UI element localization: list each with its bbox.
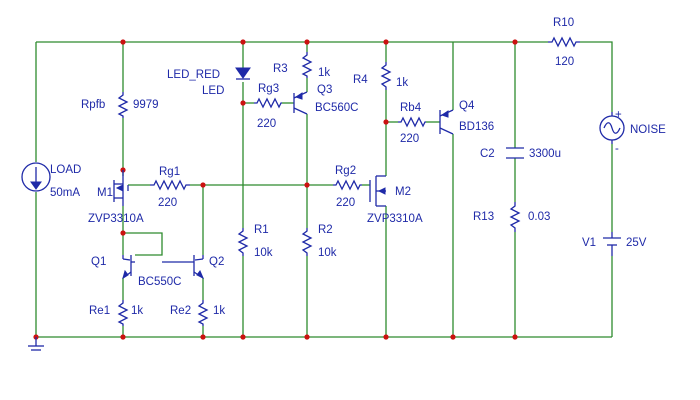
transistor-q4	[439, 109, 454, 135]
re1-value: 1k	[131, 305, 143, 317]
noise-minus: -	[615, 143, 619, 155]
junction-dot	[240, 39, 246, 45]
r13-value: 0.03	[528, 211, 550, 223]
r3-name: R3	[273, 63, 288, 75]
c2-value: 3300u	[529, 148, 561, 160]
r4-value: 1k	[396, 77, 408, 89]
labels: R10 120 + NOISE - LED_RED LED R3 1k R4 1…	[50, 17, 666, 317]
rg2-value: 220	[336, 197, 355, 209]
junction-dot	[200, 334, 206, 340]
junction-dot	[383, 334, 389, 340]
junction-dot	[120, 230, 126, 236]
junction-dot	[383, 39, 389, 45]
resistor-r1	[237, 228, 249, 256]
q4-name: Q4	[459, 100, 475, 112]
m2-name: M2	[395, 186, 411, 198]
junction-dot	[304, 334, 310, 340]
ground-symbol	[28, 337, 44, 351]
led-value: LED	[202, 85, 224, 97]
rg2-name: Rg2	[335, 165, 356, 177]
load-value: 50mA	[50, 187, 80, 199]
junction-dot	[120, 39, 126, 45]
noise-source	[599, 112, 625, 144]
junction-dot	[304, 182, 310, 188]
r4-name: R4	[353, 74, 368, 86]
junction-dot	[240, 334, 246, 340]
wire-top-rail-right	[580, 41, 613, 112]
m1-value: ZVP3310A	[88, 213, 144, 225]
c2-name: C2	[480, 148, 495, 160]
re2-value: 1k	[213, 305, 225, 317]
mosfet-m2	[369, 175, 386, 207]
transistor-q1	[122, 255, 135, 280]
r1-name: R1	[254, 224, 269, 236]
q2-name: Q2	[209, 256, 224, 268]
r10-value: 120	[555, 56, 574, 68]
junction-dot	[512, 334, 518, 340]
junction-dot	[512, 39, 518, 45]
junctions	[33, 39, 518, 340]
resistor-rpfb	[117, 92, 129, 118]
rb4-value: 220	[400, 133, 419, 145]
resistor-r3	[301, 52, 313, 78]
r3-value: 1k	[318, 67, 330, 79]
resistor-r13	[509, 202, 521, 232]
rg1-name: Rg1	[159, 166, 180, 178]
rg3-name: Rg3	[258, 83, 279, 95]
v1-name: V1	[582, 237, 596, 249]
capacitor-c2	[506, 147, 524, 159]
resistor-rb4	[398, 116, 426, 128]
r10-name: R10	[553, 17, 574, 29]
q1-name: Q1	[91, 256, 106, 268]
current-source-load	[21, 162, 51, 192]
load-name: LOAD	[50, 164, 81, 176]
r13-name: R13	[473, 211, 494, 223]
resistor-rg3	[254, 97, 282, 109]
noise-name: NOISE	[630, 124, 666, 136]
rb4-name: Rb4	[400, 102, 422, 114]
v1-value: 25V	[626, 237, 647, 249]
led-name: LED_RED	[167, 69, 220, 81]
m1-name: M1	[97, 187, 113, 199]
wire-q1-tie	[123, 232, 163, 256]
rg1-value: 220	[158, 197, 177, 209]
resistor-r4	[380, 62, 392, 90]
rg3-value: 220	[257, 118, 276, 130]
re1-name: Re1	[89, 305, 110, 317]
r2-value: 10k	[318, 247, 337, 259]
junction-dot	[304, 39, 310, 45]
q4-value: BD136	[459, 121, 494, 133]
battery-v1	[603, 232, 621, 256]
rpfb-name: Rpfb	[81, 99, 105, 111]
resistor-rg1	[150, 179, 190, 191]
junction-dot	[383, 119, 389, 125]
resistor-r10	[548, 36, 580, 48]
transistor-q3	[293, 91, 308, 115]
led-red	[235, 67, 251, 80]
q1-q2-value: BC550C	[138, 276, 181, 288]
r1-value: 10k	[254, 247, 273, 259]
re2-name: Re2	[170, 305, 191, 317]
noise-plus: +	[615, 109, 622, 121]
q3-name: Q3	[317, 84, 332, 96]
wires	[35, 41, 613, 338]
resistor-r2	[301, 228, 313, 256]
mosfet-m1	[113, 170, 129, 206]
junction-dot	[240, 100, 246, 106]
resistor-re2	[197, 300, 209, 326]
junction-dot	[200, 182, 206, 188]
junction-dot	[450, 334, 456, 340]
resistor-rg2	[333, 179, 362, 191]
rpfb-value: 9979	[133, 99, 159, 111]
junction-dot	[120, 334, 126, 340]
q3-value: BC560C	[315, 102, 358, 114]
resistor-re1	[117, 300, 129, 326]
m2-value: ZVP3310A	[367, 213, 423, 225]
transistor-q2	[162, 255, 204, 280]
r2-name: R2	[318, 224, 333, 236]
